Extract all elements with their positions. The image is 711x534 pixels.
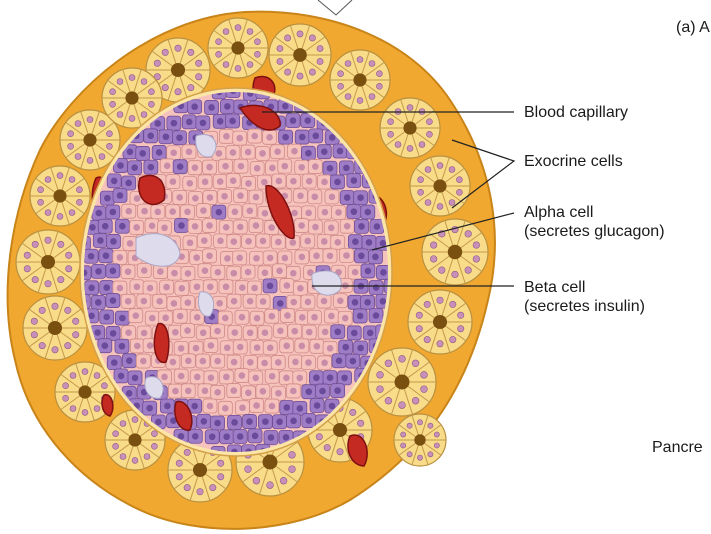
- acinus: [368, 348, 436, 416]
- label-beta-cell-line1: Beta cell: [524, 278, 645, 297]
- acinus: [208, 18, 268, 78]
- label-beta-cell-line2: (secretes insulin): [524, 297, 645, 316]
- acinus: [269, 24, 331, 86]
- label-alpha-cell: Alpha cell (secretes glucagon): [524, 203, 665, 241]
- label-beta-cell: Beta cell (secretes insulin): [524, 278, 645, 316]
- capillary: [154, 324, 169, 363]
- label-alpha-cell-line2: (secretes glucagon): [524, 222, 665, 241]
- label-alpha-cell-line1: Alpha cell: [524, 203, 665, 222]
- header-partial-text: (a) A: [676, 18, 710, 37]
- acinus: [330, 50, 390, 110]
- acinus: [23, 296, 87, 360]
- top-pointer: [318, 0, 352, 15]
- acinus: [380, 98, 440, 158]
- footer-partial-text: Pancre: [652, 438, 703, 457]
- acinus: [410, 156, 470, 216]
- acinus: [394, 414, 446, 466]
- acinus: [16, 230, 80, 294]
- acinus: [30, 166, 90, 226]
- label-exocrine-cells: Exocrine cells: [524, 152, 623, 171]
- acinus: [408, 290, 472, 354]
- capillary: [139, 175, 165, 204]
- label-blood-capillary: Blood capillary: [524, 103, 628, 122]
